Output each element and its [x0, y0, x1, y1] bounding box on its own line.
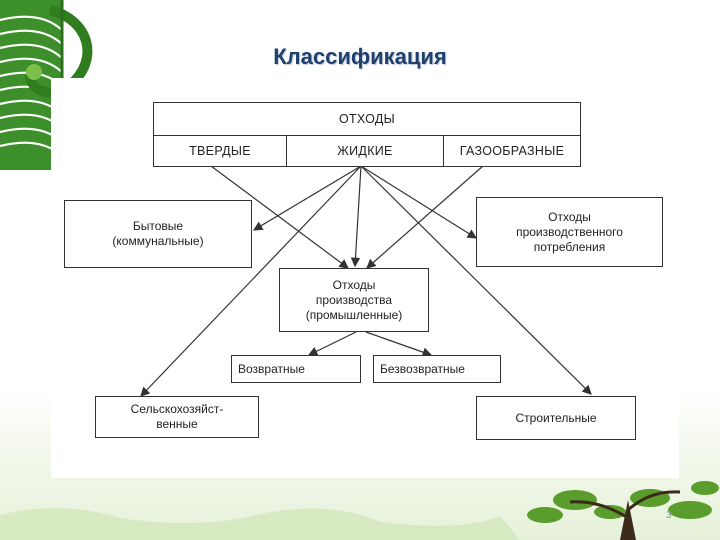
nonreturnable-waste-box: Безвозвратные [373, 355, 501, 383]
waste-top-box: ОТХОДЫ [153, 102, 581, 136]
arrow-liquid-to-household [252, 165, 362, 231]
production-waste-box: Отходы производства (промышленные) [279, 268, 429, 332]
slide-title: Классификация [273, 44, 447, 69]
page-number: 3 [666, 510, 672, 521]
arrow-gas-to-production [366, 165, 484, 269]
arrow-production-to-returnable [307, 331, 357, 356]
agricultural-waste-box: Сельскохозяйст- венные [95, 396, 259, 438]
arrow-liquid-to-agricultural [140, 165, 362, 397]
arrow-liquid-to-consumption [360, 165, 478, 239]
solid-waste-box: ТВЕРДЫЕ [153, 135, 287, 167]
arrow-liquid-to-construction [360, 165, 592, 395]
liquid-waste-box: ЖИДКИЕ [286, 135, 444, 167]
construction-waste-box: Строительные [476, 396, 636, 440]
returnable-waste-box: Возвратные [231, 355, 361, 383]
waste-classification-diagram: ОТХОДЫ ТВЕРДЫЕ ЖИДКИЕ ГАЗООБРАЗНЫЕ Бытов… [51, 78, 679, 478]
arrow-production-to-nonreturnable [365, 331, 433, 357]
consumption-waste-box: Отходы производственного потребления [476, 197, 663, 267]
arrow-liquid-to-production [350, 165, 362, 268]
household-waste-box: Бытовые (коммунальные) [64, 200, 252, 268]
arrow-solid-to-production [210, 165, 349, 269]
decorative-grass-graphic [0, 481, 719, 540]
gaseous-waste-box: ГАЗООБРАЗНЫЕ [443, 135, 581, 167]
connector-arrows [140, 165, 592, 397]
